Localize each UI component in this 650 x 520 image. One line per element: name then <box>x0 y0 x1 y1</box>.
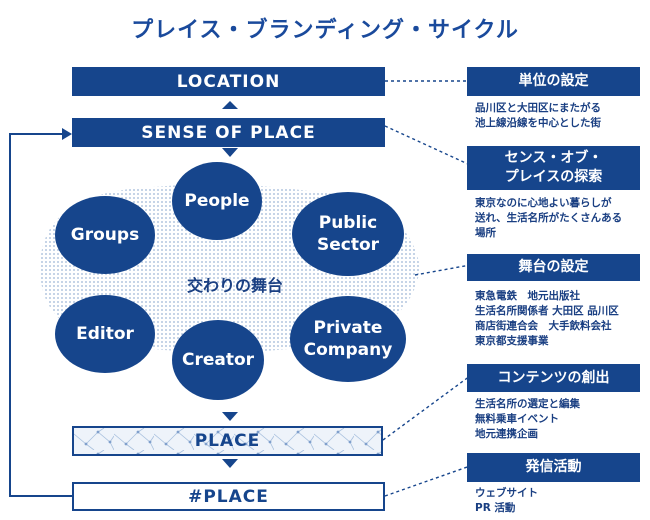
sense-of-place-bar: SENSE OF PLACE <box>72 118 385 147</box>
creator-circle: Creator <box>172 320 264 400</box>
step-desc-line: PR 活動 <box>475 502 516 514</box>
public-sector-circle: Public Sector <box>292 192 404 276</box>
step-desc-line: 送れ、生活名所がたくさんある <box>475 212 623 224</box>
step-desc-line: 東急電鉄 地元出版社 <box>475 290 580 302</box>
step-heading-3: 舞台の設定 <box>467 254 640 281</box>
step-desc-3: 東急電鉄 地元出版社 生活名所関係者 大田区 品川区 商店街連合会 大手飲料会社… <box>475 289 650 349</box>
hashtag-place-bar: #PLACE <box>72 482 385 511</box>
arrow-place-to-hashtag <box>222 459 238 468</box>
step-desc-line: 品川区と大田区にまたがる <box>475 102 601 114</box>
step-desc-5: ウェブサイト PR 活動 <box>475 486 650 516</box>
step-desc-line: 東京都支援事業 <box>475 335 549 347</box>
connector-4 <box>382 375 471 441</box>
place-network-pattern <box>74 428 381 454</box>
loop-arrowhead <box>62 128 72 140</box>
location-bar: LOCATION <box>72 67 385 96</box>
people-circle: People <box>172 162 262 240</box>
arrow-sense-to-hub <box>222 148 238 157</box>
sense-of-place-label: SENSE OF PLACE <box>141 122 316 143</box>
step-desc-2: 東京なのに心地よい暮らしが 送れ、生活名所がたくさんある 場所 <box>475 196 650 241</box>
step-desc-line: 生活名所関係者 大田区 品川区 <box>475 305 619 317</box>
step-desc-1: 品川区と大田区にまたがる 池上線沿線を中心とした街 <box>475 101 650 131</box>
step-heading-5: 発信活動 <box>467 453 640 482</box>
loop-back-line <box>9 133 72 497</box>
connector-3 <box>414 264 471 276</box>
step-heading-4: コンテンツの創出 <box>467 364 640 392</box>
step-desc-4: 生活名所の選定と編集 無料乗車イベント 地元連携企画 <box>475 397 650 442</box>
place-label: PLACE <box>194 431 261 451</box>
step-heading-2: センス・オブ・ プレイスの探索 <box>467 146 640 190</box>
connector-5 <box>384 465 471 497</box>
step-desc-line: 池上線沿線を中心とした街 <box>475 117 601 129</box>
step-desc-line: 生活名所の選定と編集 <box>475 398 580 410</box>
step-heading-1: 単位の設定 <box>467 67 640 96</box>
location-label: LOCATION <box>176 71 281 92</box>
step-desc-line: 場所 <box>475 227 496 239</box>
groups-circle: Groups <box>55 196 155 274</box>
arrow-hub-to-place <box>222 412 238 421</box>
hub-label: 交わりの舞台 <box>186 276 283 295</box>
step-desc-line: 東京なのに心地よい暮らしが <box>475 197 612 209</box>
place-bar: PLACE <box>72 426 383 456</box>
diagram-title: プレイス・ブランディング・サイクル <box>131 18 519 43</box>
step-desc-line: 商店街連合会 大手飲料会社 <box>475 320 612 332</box>
private-company-circle: Private Company <box>290 296 406 382</box>
editor-circle: Editor <box>55 295 155 373</box>
hashtag-place-label: #PLACE <box>188 486 269 507</box>
connector-2 <box>384 125 471 166</box>
step-desc-line: 地元連携企画 <box>475 428 538 440</box>
arrow-location-to-sense <box>222 101 238 109</box>
step-desc-line: ウェブサイト <box>475 487 538 499</box>
step-desc-line: 無料乗車イベント <box>475 413 559 425</box>
